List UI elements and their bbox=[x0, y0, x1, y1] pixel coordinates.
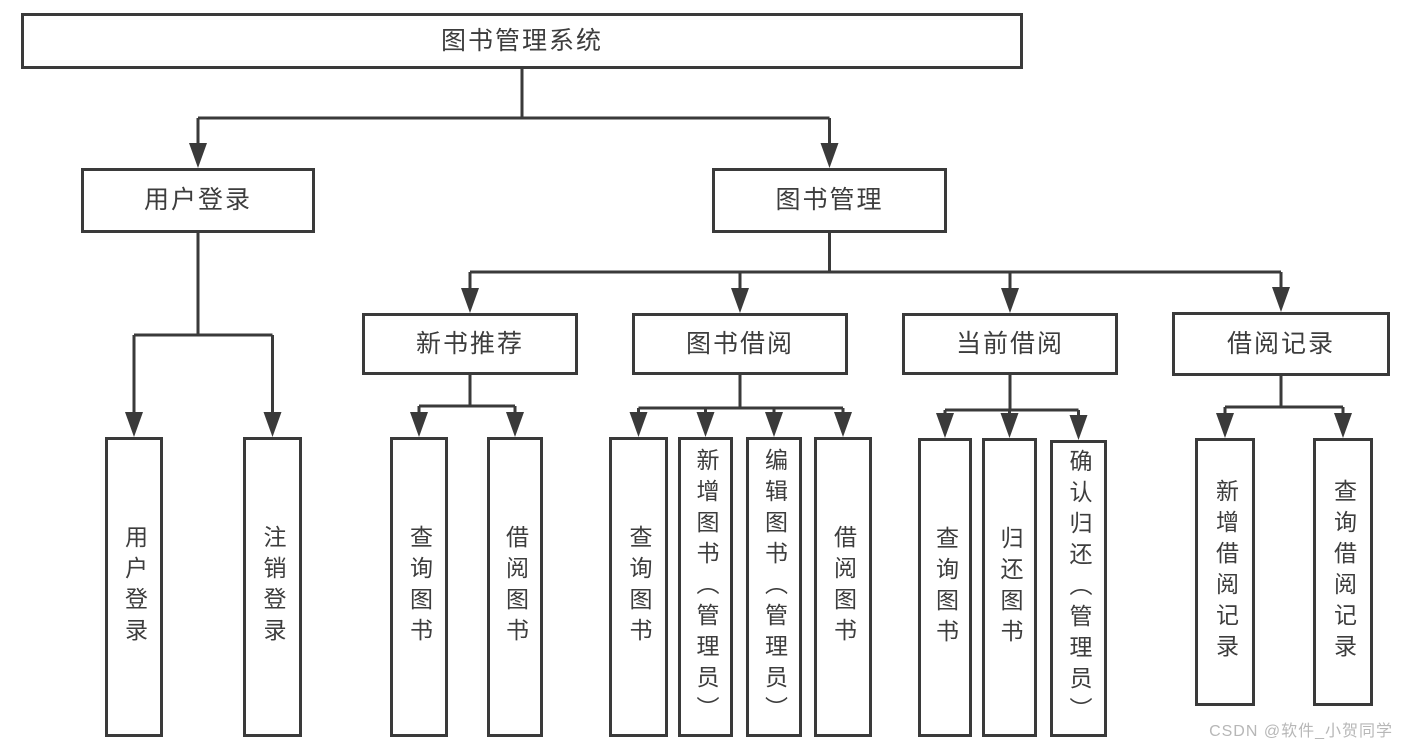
arrowhead-borrow-records bbox=[1272, 287, 1290, 312]
arrowhead-bb-edit bbox=[765, 412, 783, 437]
node-cb-confirm: 确认归还（管理员） bbox=[1050, 440, 1107, 737]
node-label: 用户登录 bbox=[143, 186, 252, 214]
node-label: 用户登录 bbox=[121, 525, 148, 649]
arrowhead-cb-confirm bbox=[1069, 415, 1088, 440]
arrowhead-leaf-user-login bbox=[125, 412, 143, 437]
node-label: 当前借阅 bbox=[955, 329, 1064, 358]
arrowhead-current-borrow bbox=[1001, 288, 1019, 313]
node-borrow-records: 借阅记录 bbox=[1172, 312, 1390, 376]
node-label: 查询借阅记录 bbox=[1330, 479, 1357, 665]
node-label: 归还图书 bbox=[997, 525, 1023, 650]
arrowhead-bb-query bbox=[629, 412, 648, 437]
arrowhead-nb-query bbox=[410, 412, 428, 437]
connector-borrow-records bbox=[1223, 376, 1345, 417]
arrowhead-book-borrow bbox=[731, 288, 749, 313]
node-cb-query: 查询图书 bbox=[918, 438, 972, 737]
node-nb-borrow: 借阅图书 bbox=[487, 437, 543, 737]
node-label: 图书管理系统 bbox=[440, 26, 603, 55]
node-label: 查询图书 bbox=[932, 525, 959, 650]
node-label: 注销登录 bbox=[260, 525, 286, 649]
arrowhead-br-add bbox=[1216, 413, 1234, 438]
node-label: 图书管理 bbox=[775, 186, 884, 214]
connector-book-borrow bbox=[637, 375, 845, 416]
node-book-mgmt: 图书管理 bbox=[712, 168, 947, 233]
arrowhead-nb-borrow bbox=[506, 412, 524, 437]
node-br-query: 查询借阅记录 bbox=[1313, 438, 1373, 706]
node-label: 新增借阅记录 bbox=[1212, 479, 1239, 665]
arrowhead-user-login bbox=[189, 143, 207, 168]
node-nb-query: 查询图书 bbox=[390, 437, 448, 737]
arrowhead-bb-add bbox=[696, 412, 715, 437]
node-user-login: 用户登录 bbox=[81, 168, 315, 233]
node-bb-query: 查询图书 bbox=[609, 437, 668, 737]
node-leaf-logout: 注销登录 bbox=[243, 437, 302, 737]
node-bb-edit: 编辑图书（管理员） bbox=[746, 437, 802, 737]
node-label: 查询图书 bbox=[626, 525, 652, 649]
arrowhead-new-book-rec bbox=[461, 288, 479, 313]
connector-new-book-rec bbox=[417, 375, 517, 416]
arrowhead-leaf-logout bbox=[263, 412, 282, 437]
connector-root bbox=[196, 69, 831, 147]
connector-current-borrow bbox=[943, 375, 1080, 419]
arrowhead-cb-query bbox=[936, 413, 954, 438]
node-bb-borrow: 借阅图书 bbox=[814, 437, 872, 737]
node-current-borrow: 当前借阅 bbox=[902, 313, 1118, 375]
node-root: 图书管理系统 bbox=[21, 13, 1023, 69]
arrowhead-cb-return bbox=[1000, 413, 1019, 438]
node-label: 图书借阅 bbox=[685, 329, 794, 358]
node-label: 编辑图书（管理员） bbox=[761, 447, 788, 727]
node-leaf-user-login: 用户登录 bbox=[105, 437, 163, 737]
node-label: 借阅图书 bbox=[830, 525, 857, 649]
node-label: 借阅记录 bbox=[1226, 329, 1335, 358]
node-label: 新增图书（管理员） bbox=[693, 447, 719, 727]
connector-user-login bbox=[132, 233, 274, 416]
arrowhead-bb-borrow bbox=[834, 412, 852, 437]
node-label: 新书推荐 bbox=[415, 329, 524, 358]
node-book-borrow: 图书借阅 bbox=[632, 313, 848, 375]
watermark: CSDN @软件_小贺同学 bbox=[1209, 723, 1393, 740]
node-br-add: 新增借阅记录 bbox=[1195, 438, 1255, 706]
node-label: 查询图书 bbox=[406, 525, 433, 649]
node-cb-return: 归还图书 bbox=[982, 438, 1037, 737]
arrowhead-book-mgmt bbox=[820, 143, 839, 168]
connector-book-mgmt bbox=[468, 233, 1283, 292]
node-label: 借阅图书 bbox=[502, 525, 529, 649]
node-bb-add: 新增图书（管理员） bbox=[678, 437, 733, 737]
node-label: 确认归还（管理员） bbox=[1066, 449, 1092, 728]
arrowhead-br-query bbox=[1334, 413, 1352, 438]
node-new-book-rec: 新书推荐 bbox=[362, 313, 578, 375]
